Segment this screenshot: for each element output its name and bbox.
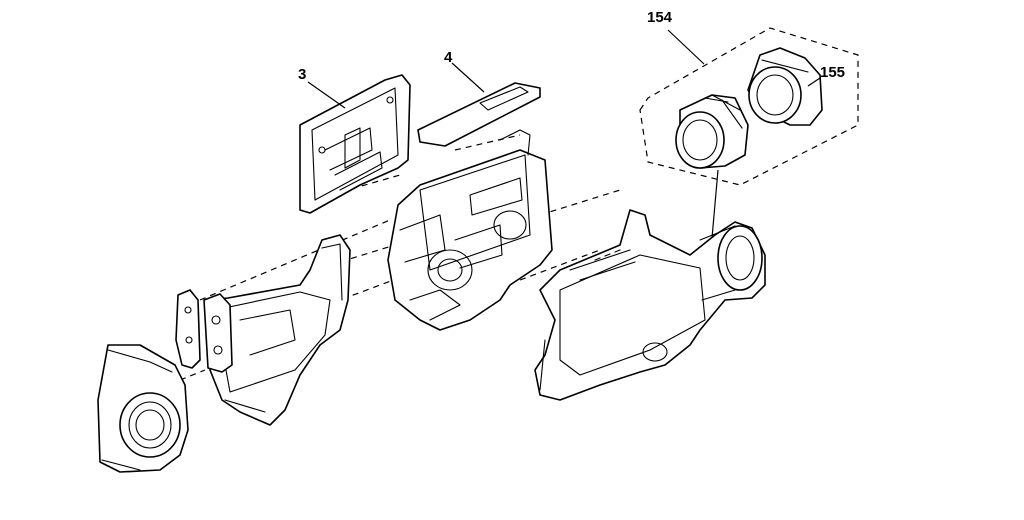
callout-155: 155 — [820, 64, 845, 81]
central-mechanism-chassis — [387, 129, 553, 331]
front-cover — [97, 344, 189, 473]
left-small-bracket — [175, 289, 233, 373]
lens-connection-line — [711, 169, 719, 239]
callout-3: 3 — [298, 66, 306, 83]
part-3-side-panel — [299, 74, 411, 214]
callout-leader-lines — [307, 29, 821, 109]
part-4-flat-strip — [417, 82, 541, 147]
lens-assembly-group-154 — [639, 27, 859, 186]
callout-154: 154 — [647, 9, 673, 26]
right-housing-main-body — [534, 209, 766, 401]
callout-4: 4 — [444, 49, 453, 66]
left-inner-frame — [204, 234, 351, 426]
